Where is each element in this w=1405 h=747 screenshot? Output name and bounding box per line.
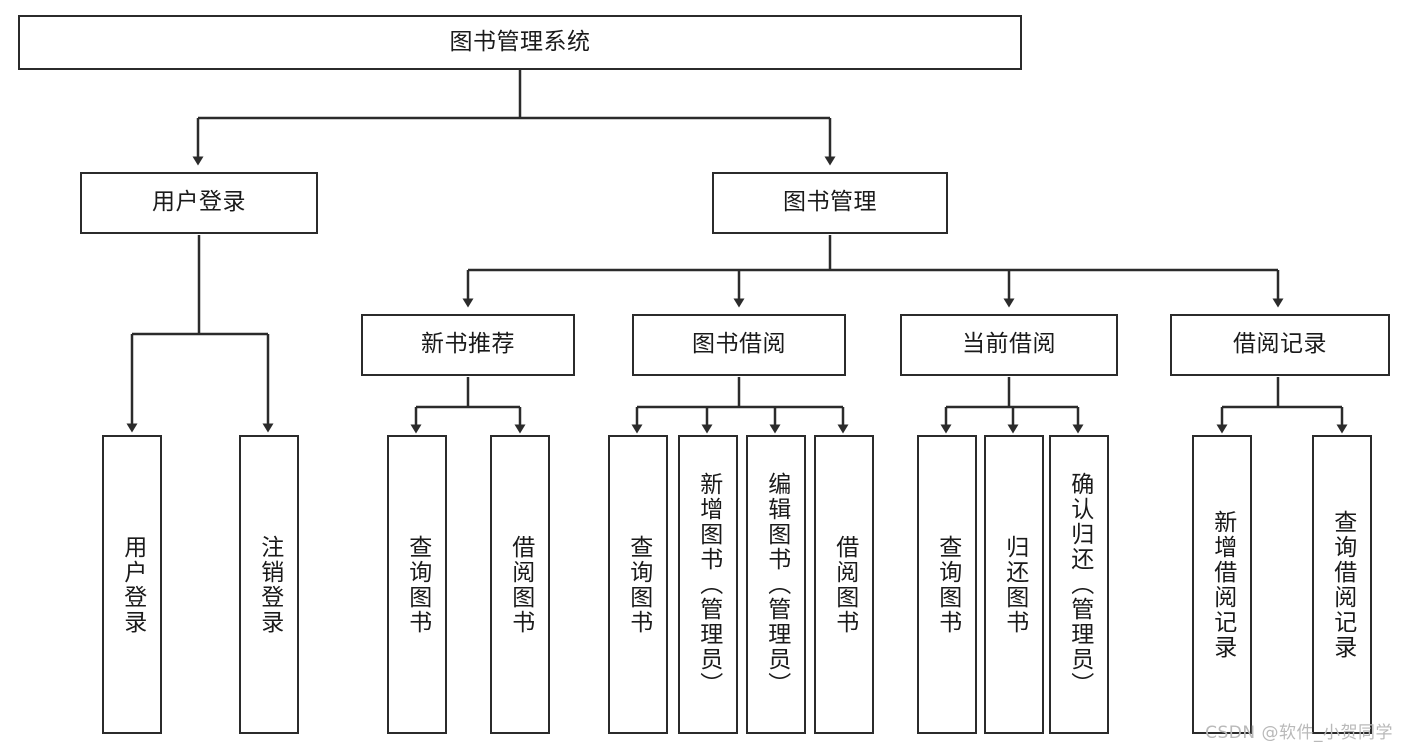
leaf-borrow-record-add-record[interactable]: 新增借阅记录 (1192, 435, 1252, 734)
node-label: 查询图书 (934, 534, 961, 635)
leaf-book-borrow-edit-book-admin[interactable]: 编辑图书（管理员） (746, 435, 806, 734)
node-label: 查询借阅记录 (1329, 509, 1356, 660)
node-label: 查询图书 (625, 534, 652, 635)
node-label: 编辑图书（管理员） (763, 472, 790, 697)
leaf-book-borrow-borrow-book[interactable]: 借阅图书 (814, 435, 874, 734)
node-borrow-record[interactable]: 借阅记录 (1170, 314, 1390, 376)
node-label: 用户登录 (119, 534, 146, 635)
node-label: 新书推荐 (421, 331, 515, 358)
leaf-current-borrow-query-book[interactable]: 查询图书 (917, 435, 977, 734)
node-current-borrow[interactable]: 当前借阅 (900, 314, 1118, 376)
leaf-book-borrow-query-book[interactable]: 查询图书 (608, 435, 668, 734)
leaf-user-login-logout[interactable]: 注销登录 (239, 435, 299, 734)
node-label: 新增图书（管理员） (695, 472, 722, 697)
leaf-borrow-record-query-record[interactable]: 查询借阅记录 (1312, 435, 1372, 734)
leaf-new-book-borrow-book[interactable]: 借阅图书 (490, 435, 550, 734)
node-book-borrow[interactable]: 图书借阅 (632, 314, 846, 376)
leaf-book-borrow-add-book-admin[interactable]: 新增图书（管理员） (678, 435, 738, 734)
node-label: 归还图书 (1001, 534, 1028, 635)
node-label: 图书借阅 (692, 331, 786, 358)
node-label: 新增借阅记录 (1209, 509, 1236, 660)
leaf-user-login-login[interactable]: 用户登录 (102, 435, 162, 734)
node-label: 图书管理 (783, 189, 877, 216)
node-label: 借阅图书 (507, 534, 534, 635)
node-user-login[interactable]: 用户登录 (80, 172, 318, 234)
node-label: 借阅记录 (1233, 331, 1327, 358)
node-label: 当前借阅 (962, 331, 1056, 358)
node-label: 确认归还（管理员） (1066, 472, 1093, 697)
node-root-book-management-system[interactable]: 图书管理系统 (18, 15, 1022, 70)
node-label: 用户登录 (152, 189, 246, 216)
node-new-book-recommend[interactable]: 新书推荐 (361, 314, 575, 376)
node-label: 图书管理系统 (449, 28, 591, 55)
leaf-new-book-query-book[interactable]: 查询图书 (387, 435, 447, 734)
csdn-watermark: CSDN @软件_小贺同学 (1205, 723, 1393, 743)
node-book-management[interactable]: 图书管理 (712, 172, 948, 234)
leaf-current-borrow-return-book[interactable]: 归还图书 (984, 435, 1044, 734)
node-label: 查询图书 (404, 534, 431, 635)
node-label: 借阅图书 (831, 534, 858, 635)
leaf-current-borrow-confirm-return-admin[interactable]: 确认归还（管理员） (1049, 435, 1109, 734)
node-label: 注销登录 (256, 534, 283, 635)
